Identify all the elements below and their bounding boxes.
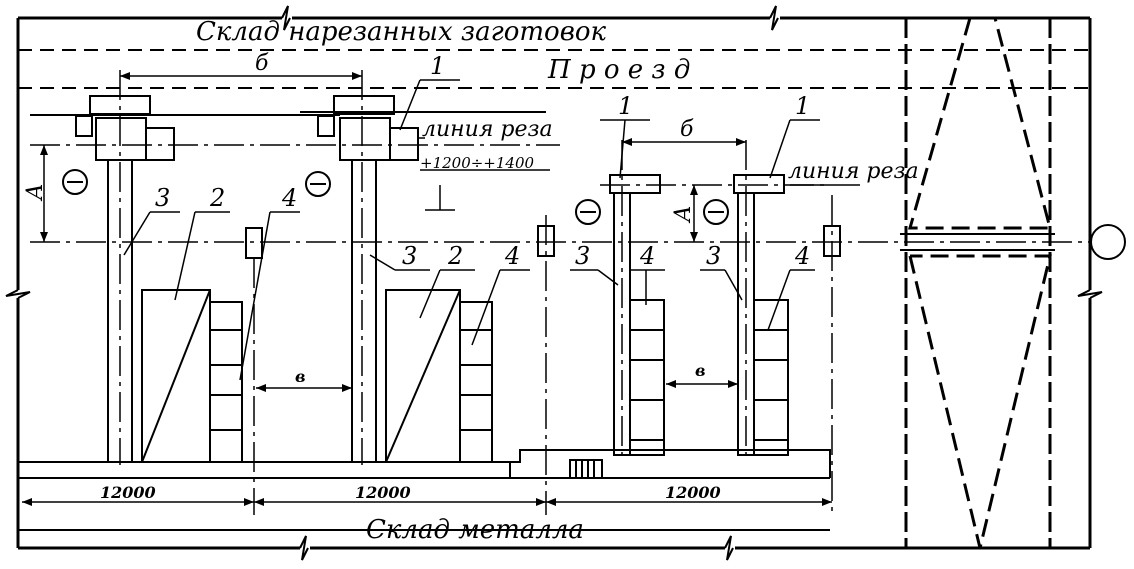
callout-3c: 3	[575, 242, 590, 270]
saw-unit-2	[300, 70, 546, 465]
conveyor-grate	[569, 459, 603, 479]
dim-b-2: б	[680, 117, 694, 142]
callout-4a: 4	[281, 184, 297, 212]
saw-unit-4	[733, 140, 789, 460]
span-1: 12000	[100, 483, 156, 502]
callout-3b: 3	[402, 242, 417, 270]
callout-leaders	[123, 79, 860, 381]
building-columns	[245, 195, 841, 515]
roller-table	[629, 299, 665, 456]
dim-a-2: А	[671, 205, 696, 224]
label-warehouse-top: Склад нарезанных заготовок	[196, 17, 606, 47]
label-passage: П р о е з д	[547, 55, 690, 85]
label-cut-line-2: линия реза	[788, 159, 919, 184]
callout-2b: 2	[447, 242, 463, 270]
label-warehouse-bottom: Склад металла	[366, 515, 584, 545]
section-mark	[703, 199, 729, 225]
dim-v-2: в	[695, 361, 706, 380]
saw-unit-3	[609, 140, 665, 460]
span-3: 12000	[665, 483, 721, 502]
callout-4c: 4	[639, 242, 655, 270]
callout-4d: 4	[794, 242, 810, 270]
callout-4b: 4	[504, 242, 520, 270]
label-cut-line-1: линия реза	[422, 117, 553, 142]
callout-3d: 3	[706, 242, 721, 270]
callout-2a: 2	[209, 184, 225, 212]
building-outline	[5, 5, 1103, 561]
section-mark	[305, 171, 331, 197]
label-adjust-range: +1200÷+1400	[420, 154, 535, 172]
roller-table	[209, 301, 243, 463]
dim-v-1: в	[295, 367, 306, 386]
dim-a-1: А	[23, 183, 48, 202]
dim-b-1: б	[255, 51, 269, 76]
callout-1b: 1	[618, 92, 633, 120]
section-marks	[62, 169, 729, 225]
dimension-lines	[22, 72, 832, 506]
section-mark	[575, 199, 601, 225]
column	[245, 227, 263, 259]
roller-table	[753, 299, 789, 456]
span-2: 12000	[355, 483, 411, 502]
roller-table	[459, 301, 493, 463]
section-mark	[62, 169, 88, 195]
callout-3a: 3	[155, 184, 170, 212]
transfer-bay	[900, 17, 1126, 549]
saw-unit-1	[30, 70, 340, 465]
axis-end-circle	[1090, 224, 1126, 260]
callout-1c: 1	[795, 92, 810, 120]
callout-1a: 1	[430, 52, 445, 80]
